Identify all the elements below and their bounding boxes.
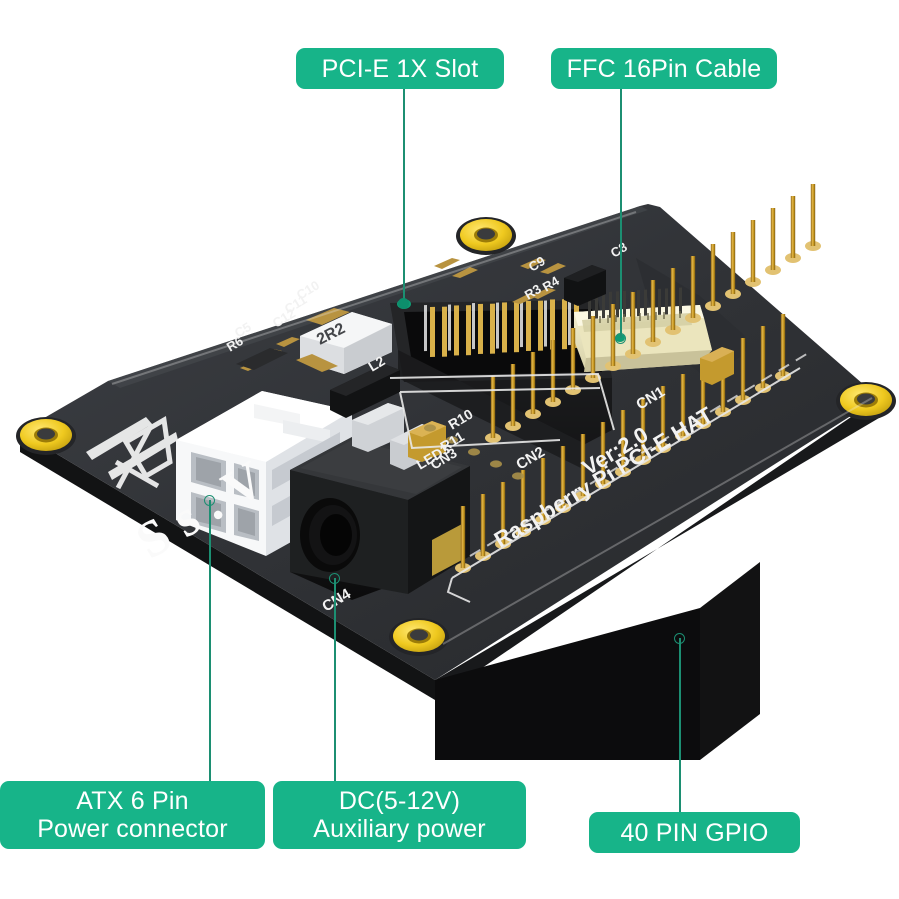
mounting-holes xyxy=(16,217,896,656)
leader-endpoint-dc xyxy=(329,573,340,584)
leader-endpoint-ffc xyxy=(615,333,626,344)
leader-endpoint-atx xyxy=(204,495,215,506)
callout-pcie-line1: PCI-E 1X Slot xyxy=(321,54,479,83)
leader-line-ffc xyxy=(620,89,622,338)
callout-atx-power: ATX 6 Pin Power connector xyxy=(0,781,265,849)
silk-r6: R6 xyxy=(224,333,246,354)
silk-c8: C8 xyxy=(608,239,630,260)
callout-dc-line1: DC(5-12V) xyxy=(338,787,461,815)
callout-gpio-line1: 40 PIN GPIO xyxy=(620,818,769,847)
leader-endpoint-pcie xyxy=(398,298,409,309)
leader-endpoint-gpio xyxy=(674,633,685,644)
leader-line-atx xyxy=(209,500,211,784)
brand-logo-mark xyxy=(86,415,178,490)
callout-gpio: 40 PIN GPIO xyxy=(589,812,800,853)
silk-c9: C9 xyxy=(526,253,548,274)
callout-atx-line1: ATX 6 Pin xyxy=(76,787,189,815)
callout-pcie-slot: PCI-E 1X Slot xyxy=(296,48,504,89)
callout-atx-line2: Power connector xyxy=(37,815,228,843)
leader-line-pcie xyxy=(403,89,405,303)
gpio-40pin-header xyxy=(455,184,821,573)
callout-dc-power: DC(5-12V) Auxiliary power xyxy=(273,781,526,849)
silk-l2: L2 xyxy=(365,352,387,374)
leader-line-dc xyxy=(334,578,336,784)
callout-ffc-line1: FFC 16Pin Cable xyxy=(566,54,762,83)
callout-dc-line2: Auxiliary power xyxy=(313,815,486,843)
silk-c5: C5 xyxy=(232,319,254,340)
callout-ffc-cable: FFC 16Pin Cable xyxy=(551,48,777,89)
dc-barrel-jack xyxy=(290,437,470,600)
silk-r3: R3 xyxy=(522,281,544,302)
smd-components xyxy=(236,258,734,480)
leader-line-gpio xyxy=(679,638,681,815)
